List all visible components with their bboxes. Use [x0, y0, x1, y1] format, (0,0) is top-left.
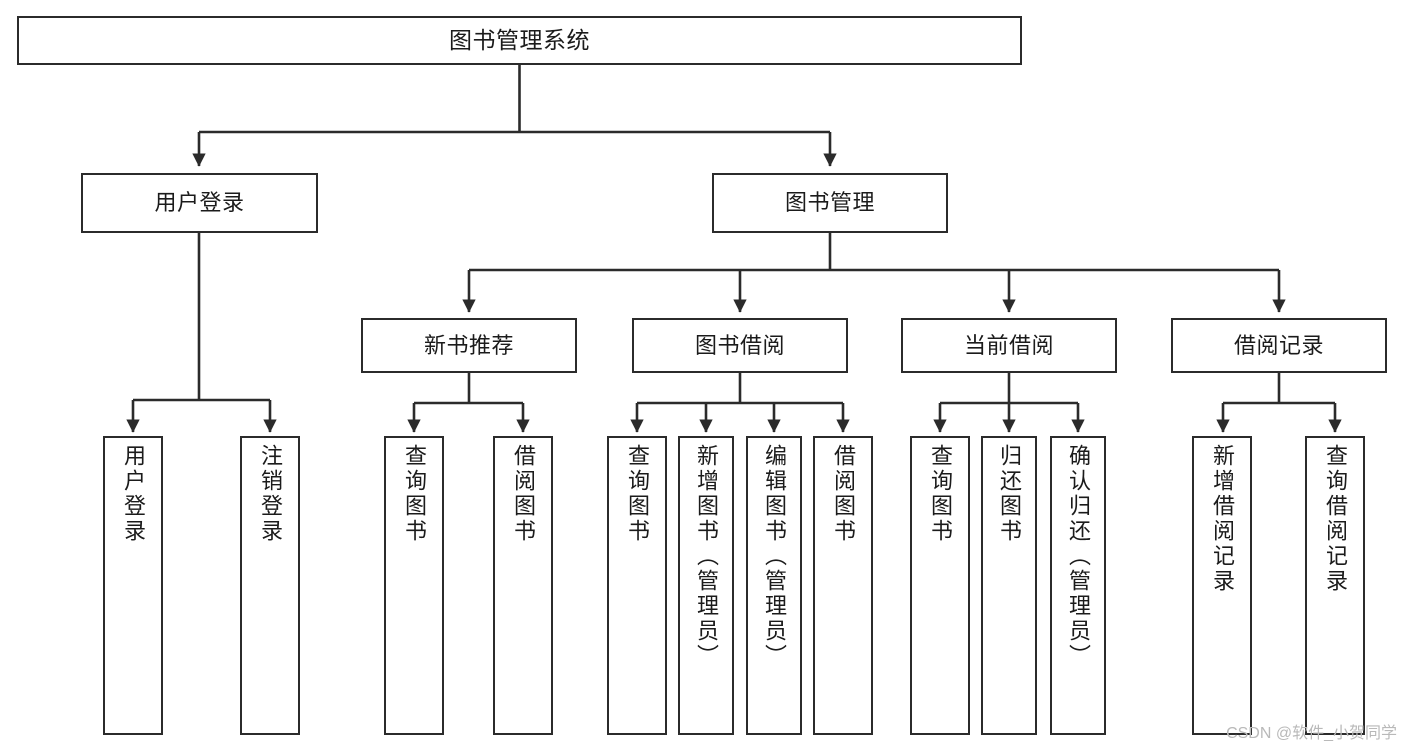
node-leaf-add-book[interactable]: 新增图书（管理员）	[678, 436, 734, 735]
node-leaf-edit-book-label: 编辑图书（管理员）	[762, 444, 787, 669]
node-leaf-add-record-label: 新增借阅记录	[1210, 444, 1235, 594]
node-borrow-record[interactable]: 借阅记录	[1171, 318, 1387, 373]
node-leaf-add-record[interactable]: 新增借阅记录	[1192, 436, 1252, 735]
node-leaf-borrow-book-2-label: 借阅图书	[831, 444, 856, 544]
node-leaf-borrow-book-1[interactable]: 借阅图书	[493, 436, 553, 735]
node-leaf-confirm-return[interactable]: 确认归还（管理员）	[1050, 436, 1106, 735]
node-root[interactable]: 图书管理系统	[17, 16, 1022, 65]
node-leaf-query-book-1-label: 查询图书	[402, 444, 427, 544]
node-new-book-recommend[interactable]: 新书推荐	[361, 318, 577, 373]
node-leaf-return-book-label: 归还图书	[997, 444, 1022, 544]
node-root-label: 图书管理系统	[449, 27, 590, 54]
node-borrow-record-label: 借阅记录	[1233, 332, 1324, 358]
node-leaf-query-book-3-label: 查询图书	[928, 444, 953, 544]
node-new-book-recommend-label: 新书推荐	[423, 332, 514, 358]
node-book-borrow[interactable]: 图书借阅	[632, 318, 848, 373]
node-leaf-user-login[interactable]: 用户登录	[103, 436, 163, 735]
node-leaf-return-book[interactable]: 归还图书	[981, 436, 1037, 735]
node-leaf-add-book-label: 新增图书（管理员）	[694, 444, 719, 669]
node-leaf-query-book-2-label: 查询图书	[625, 444, 650, 544]
node-leaf-query-book-1[interactable]: 查询图书	[384, 436, 444, 735]
node-leaf-edit-book[interactable]: 编辑图书（管理员）	[746, 436, 802, 735]
node-leaf-confirm-return-label: 确认归还（管理员）	[1066, 444, 1091, 669]
node-leaf-query-record[interactable]: 查询借阅记录	[1305, 436, 1365, 735]
node-leaf-query-book-2[interactable]: 查询图书	[607, 436, 667, 735]
node-user-login-label: 用户登录	[154, 190, 245, 216]
node-leaf-query-book-3[interactable]: 查询图书	[910, 436, 970, 735]
node-book-borrow-label: 图书借阅	[694, 332, 785, 358]
node-leaf-user-login-label: 用户登录	[121, 444, 146, 544]
csdn-watermark: CSDN @软件_小贺同学	[1226, 725, 1397, 742]
node-book-manage-label: 图书管理	[784, 190, 875, 216]
node-leaf-query-record-label: 查询借阅记录	[1323, 444, 1348, 594]
node-current-borrow[interactable]: 当前借阅	[901, 318, 1117, 373]
node-leaf-logout[interactable]: 注销登录	[240, 436, 300, 735]
node-current-borrow-label: 当前借阅	[963, 332, 1054, 358]
node-book-manage[interactable]: 图书管理	[712, 173, 948, 233]
node-leaf-borrow-book-1-label: 借阅图书	[511, 444, 536, 544]
node-user-login[interactable]: 用户登录	[81, 173, 318, 233]
node-leaf-logout-label: 注销登录	[258, 444, 283, 544]
node-leaf-borrow-book-2[interactable]: 借阅图书	[813, 436, 873, 735]
